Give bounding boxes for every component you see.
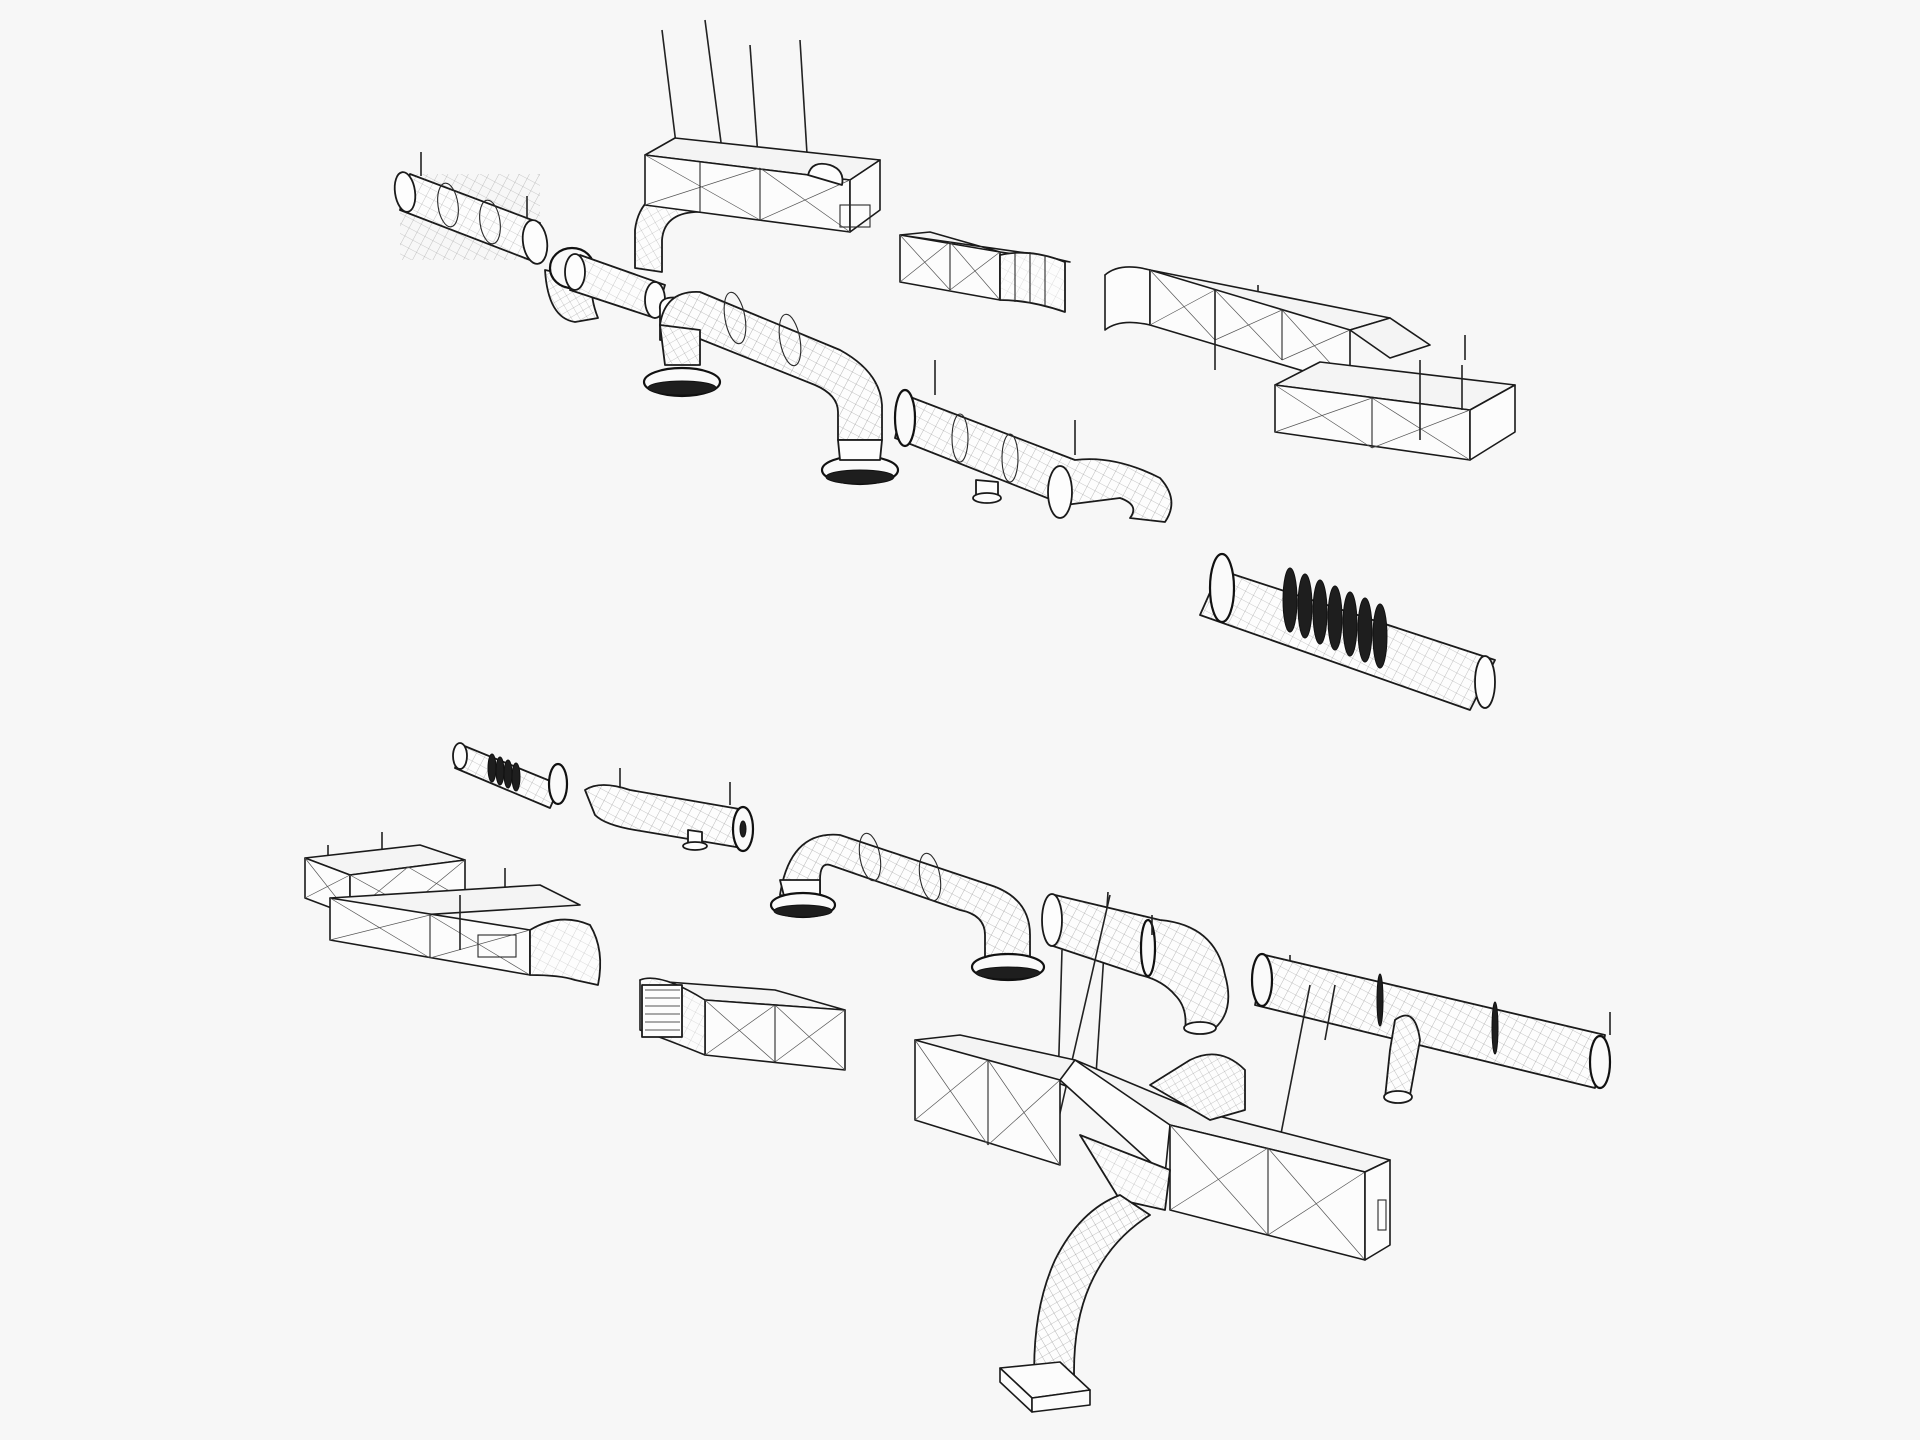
round-duct-with-elbow <box>584 768 755 853</box>
round-duct-with-tee <box>1250 952 1612 1104</box>
round-u-duct-with-floor-flanges <box>642 291 900 486</box>
rectangular-duct-with-hangers <box>644 19 881 233</box>
straight-round-duct <box>393 152 549 265</box>
round-duct-with-elbow-and-support <box>893 360 1173 523</box>
round-elbow-with-hangers <box>1041 891 1230 1091</box>
flexible-bellows-connector-small <box>452 742 569 809</box>
rectangular-to-round-transition <box>899 231 1071 313</box>
rectangular-duct-run-with-supports-bottom <box>304 832 602 986</box>
rectangular-duct-with-round-branches <box>914 894 1391 1413</box>
rectangular-duct-run-with-supports <box>1104 266 1516 461</box>
round-u-duct-with-floor-flanges-bottom <box>769 832 1046 982</box>
flexible-bellows-connector <box>1199 552 1496 711</box>
rectangular-duct-with-grille <box>639 977 846 1071</box>
round-elbow-with-flange <box>544 246 666 323</box>
